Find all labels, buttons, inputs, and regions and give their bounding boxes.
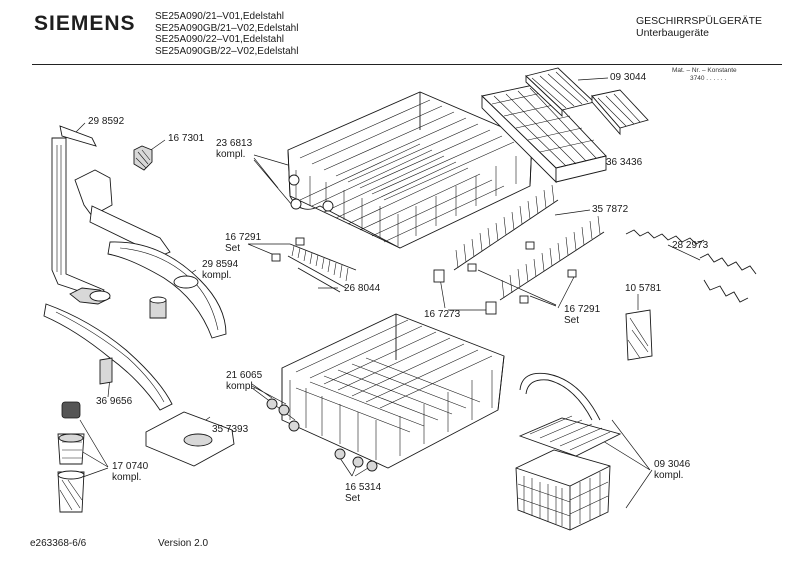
label-093044: 09 3044 (610, 72, 647, 83)
part-suffix: kompl. (216, 149, 246, 160)
label-268044: 26 8044 (344, 283, 381, 294)
label-216065: 21 6065 kompl. (226, 370, 262, 392)
part-suffix: kompl. (226, 381, 256, 392)
model-line: SE25A090GB/22–V02,Edelstahl (155, 45, 299, 57)
part-number: 17 0740 (112, 461, 149, 472)
cup-shelves (525, 67, 649, 136)
material-number-note: Mat. – Nr. – Konstante 3740 . . . . . . (672, 67, 737, 83)
tine-racks (453, 184, 605, 301)
label-357872: 35 7872 (592, 204, 629, 215)
part-number: 16 7291 (225, 232, 262, 243)
document-id: e263368-6/6 (30, 538, 87, 549)
label-093046: 09 3046 kompl. (654, 459, 690, 481)
part-number: 29 8594 (202, 259, 239, 270)
upper-spray-arm (107, 241, 227, 339)
label-167301: 16 7301 (168, 133, 205, 144)
category: GESCHIRRSPÜLGERÄTE Unterbaugeräte (636, 15, 762, 39)
filter-set (57, 401, 85, 513)
filter-plate (145, 411, 235, 467)
brand-logo: SIEMENS (34, 12, 136, 35)
label-170740: 17 0740 kompl. (112, 461, 148, 483)
cutlery-tray (481, 83, 607, 184)
label-167291-set-a: 16 7291 Set (225, 232, 261, 254)
model-line: SE25A090/22–V01,Edelstahl (155, 34, 284, 45)
label-167291-set-b: 16 7291 Set (564, 304, 600, 326)
part-number: 23 6813 (216, 138, 253, 149)
header-divider (32, 64, 782, 65)
wheels (266, 398, 378, 472)
part-suffix: kompl. (112, 472, 142, 483)
part-number: 21 6065 (226, 370, 263, 381)
cutlery-basket (515, 372, 622, 531)
label-369656: 36 9656 (96, 396, 133, 407)
version-label: Version 2.0 (158, 538, 209, 549)
lower-basket (281, 313, 505, 469)
part-suffix: kompl. (654, 470, 684, 481)
part-suffix: Set (345, 493, 361, 504)
part-number: 16 5314 (345, 482, 382, 493)
model-line: SE25A090/21–V01,Edelstahl (155, 11, 284, 22)
label-298594: 29 8594 kompl. (202, 259, 238, 281)
part-number: 09 3046 (654, 459, 691, 470)
part-number: 16 7291 (564, 304, 601, 315)
label-357393: 35 7393 (212, 424, 249, 435)
label-363436: 36 3436 (606, 157, 643, 168)
label-167273: 16 7273 (424, 309, 461, 320)
part-suffix: kompl. (202, 270, 232, 281)
category-title: GESCHIRRSPÜLGERÄTE (636, 15, 763, 27)
label-236813: 23 6813 kompl. (216, 138, 252, 160)
category-subtitle: Unterbaugeräte (636, 27, 709, 39)
label-105781: 10 5781 (625, 283, 662, 294)
cutlery-cup (625, 309, 653, 361)
model-list: SE25A090/21–V01,Edelstahl SE25A090GB/21–… (155, 11, 298, 57)
mat-label: Mat. – Nr. – Konstante (672, 67, 737, 74)
part-suffix: Set (564, 315, 580, 326)
clips (271, 237, 577, 315)
mat-value: 3740 . . . . . . (690, 75, 727, 82)
lower-spray-arm (43, 303, 173, 411)
spray-arm-assembly (51, 125, 171, 305)
label-282973: 28 2973 (672, 240, 709, 251)
label-165314: 16 5314 Set (345, 482, 381, 504)
model-line: SE25A090GB/21–V02,Edelstahl (155, 22, 299, 34)
step-racks (625, 229, 757, 303)
label-298592: 29 8592 (88, 116, 125, 127)
tine-strip (287, 243, 357, 293)
part-suffix: Set (225, 243, 241, 254)
